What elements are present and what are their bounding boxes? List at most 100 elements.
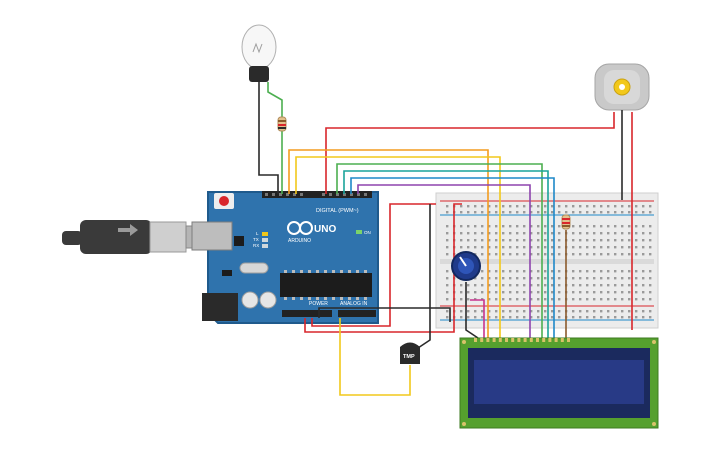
breadboard-hole[interactable] (495, 270, 498, 273)
breadboard-hole[interactable] (537, 284, 540, 287)
breadboard-hole[interactable] (509, 298, 512, 301)
breadboard-hole[interactable] (572, 225, 575, 228)
breadboard-hole[interactable] (446, 205, 449, 208)
breadboard-hole[interactable] (537, 277, 540, 280)
breadboard-hole[interactable] (579, 310, 582, 313)
breadboard-hole[interactable] (579, 291, 582, 294)
breadboard-hole[interactable] (586, 239, 589, 242)
breadboard-hole[interactable] (495, 310, 498, 313)
breadboard-hole[interactable] (586, 284, 589, 287)
lcd-pin[interactable] (492, 338, 496, 342)
breadboard-hole[interactable] (628, 205, 631, 208)
breadboard-hole[interactable] (572, 310, 575, 313)
breadboard-hole[interactable] (649, 246, 652, 249)
breadboard-hole[interactable] (579, 239, 582, 242)
breadboard-hole[interactable] (572, 232, 575, 235)
breadboard-hole[interactable] (481, 239, 484, 242)
breadboard-hole[interactable] (614, 277, 617, 280)
breadboard-hole[interactable] (621, 270, 624, 273)
breadboard-hole[interactable] (565, 211, 568, 214)
breadboard-hole[interactable] (593, 253, 596, 256)
breadboard-hole[interactable] (621, 284, 624, 287)
breadboard-hole[interactable] (572, 253, 575, 256)
breadboard-hole[interactable] (586, 225, 589, 228)
breadboard-hole[interactable] (558, 310, 561, 313)
lcd-pin[interactable] (560, 338, 564, 342)
breadboard-hole[interactable] (558, 270, 561, 273)
breadboard-hole[interactable] (530, 211, 533, 214)
breadboard-hole[interactable] (607, 225, 610, 228)
breadboard-hole[interactable] (628, 246, 631, 249)
breadboard-hole[interactable] (516, 316, 519, 319)
breadboard-hole[interactable] (600, 277, 603, 280)
breadboard-hole[interactable] (593, 270, 596, 273)
reset-button[interactable] (219, 196, 229, 206)
breadboard-hole[interactable] (635, 284, 638, 287)
breadboard-hole[interactable] (446, 284, 449, 287)
breadboard-hole[interactable] (600, 298, 603, 301)
breadboard-hole[interactable] (530, 310, 533, 313)
breadboard-hole[interactable] (460, 239, 463, 242)
breadboard-hole[interactable] (621, 291, 624, 294)
breadboard-hole[interactable] (649, 316, 652, 319)
breadboard-hole[interactable] (600, 253, 603, 256)
breadboard-hole[interactable] (530, 277, 533, 280)
breadboard-hole[interactable] (607, 284, 610, 287)
breadboard-hole[interactable] (516, 246, 519, 249)
breadboard-hole[interactable] (502, 232, 505, 235)
breadboard-hole[interactable] (467, 291, 470, 294)
breadboard-hole[interactable] (579, 270, 582, 273)
breadboard-hole[interactable] (446, 310, 449, 313)
breadboard-hole[interactable] (635, 277, 638, 280)
bulb-resistor[interactable] (277, 116, 287, 132)
breadboard-hole[interactable] (558, 205, 561, 208)
breadboard-hole[interactable] (628, 225, 631, 228)
breadboard-hole[interactable] (572, 239, 575, 242)
breadboard-hole[interactable] (586, 232, 589, 235)
breadboard-hole[interactable] (558, 246, 561, 249)
breadboard-hole[interactable] (467, 310, 470, 313)
breadboard-hole[interactable] (460, 211, 463, 214)
breadboard-hole[interactable] (516, 284, 519, 287)
breadboard-hole[interactable] (502, 284, 505, 287)
breadboard-hole[interactable] (537, 211, 540, 214)
breadboard-hole[interactable] (621, 205, 624, 208)
breadboard-hole[interactable] (551, 270, 554, 273)
breadboard-hole[interactable] (488, 284, 491, 287)
breadboard-hole[interactable] (607, 205, 610, 208)
breadboard-hole[interactable] (607, 211, 610, 214)
breadboard-hole[interactable] (488, 225, 491, 228)
breadboard-hole[interactable] (488, 232, 491, 235)
breadboard-hole[interactable] (523, 205, 526, 208)
breadboard-hole[interactable] (474, 310, 477, 313)
breadboard-hole[interactable] (481, 205, 484, 208)
breadboard-hole[interactable] (579, 205, 582, 208)
breadboard-hole[interactable] (628, 239, 631, 242)
breadboard-hole[interactable] (607, 239, 610, 242)
breadboard-hole[interactable] (593, 291, 596, 294)
breadboard-hole[interactable] (628, 277, 631, 280)
breadboard-hole[interactable] (572, 291, 575, 294)
lcd-pin[interactable] (523, 338, 527, 342)
breadboard-hole[interactable] (523, 225, 526, 228)
lcd-pin[interactable] (480, 338, 484, 342)
breadboard-hole[interactable] (586, 253, 589, 256)
breadboard-hole[interactable] (446, 253, 449, 256)
breadboard-hole[interactable] (481, 277, 484, 280)
breadboard-hole[interactable] (509, 232, 512, 235)
breadboard-hole[interactable] (502, 291, 505, 294)
breadboard-hole[interactable] (523, 246, 526, 249)
lcd-pin[interactable] (474, 338, 477, 342)
breadboard-hole[interactable] (649, 298, 652, 301)
breadboard-hole[interactable] (481, 270, 484, 273)
breadboard-hole[interactable] (628, 232, 631, 235)
breadboard-hole[interactable] (460, 225, 463, 228)
breadboard-hole[interactable] (635, 270, 638, 273)
breadboard-hole[interactable] (516, 211, 519, 214)
breadboard-hole[interactable] (488, 246, 491, 249)
breadboard-hole[interactable] (488, 239, 491, 242)
breadboard-hole[interactable] (572, 211, 575, 214)
breadboard-hole[interactable] (579, 277, 582, 280)
breadboard-hole[interactable] (488, 270, 491, 273)
breadboard-hole[interactable] (586, 270, 589, 273)
